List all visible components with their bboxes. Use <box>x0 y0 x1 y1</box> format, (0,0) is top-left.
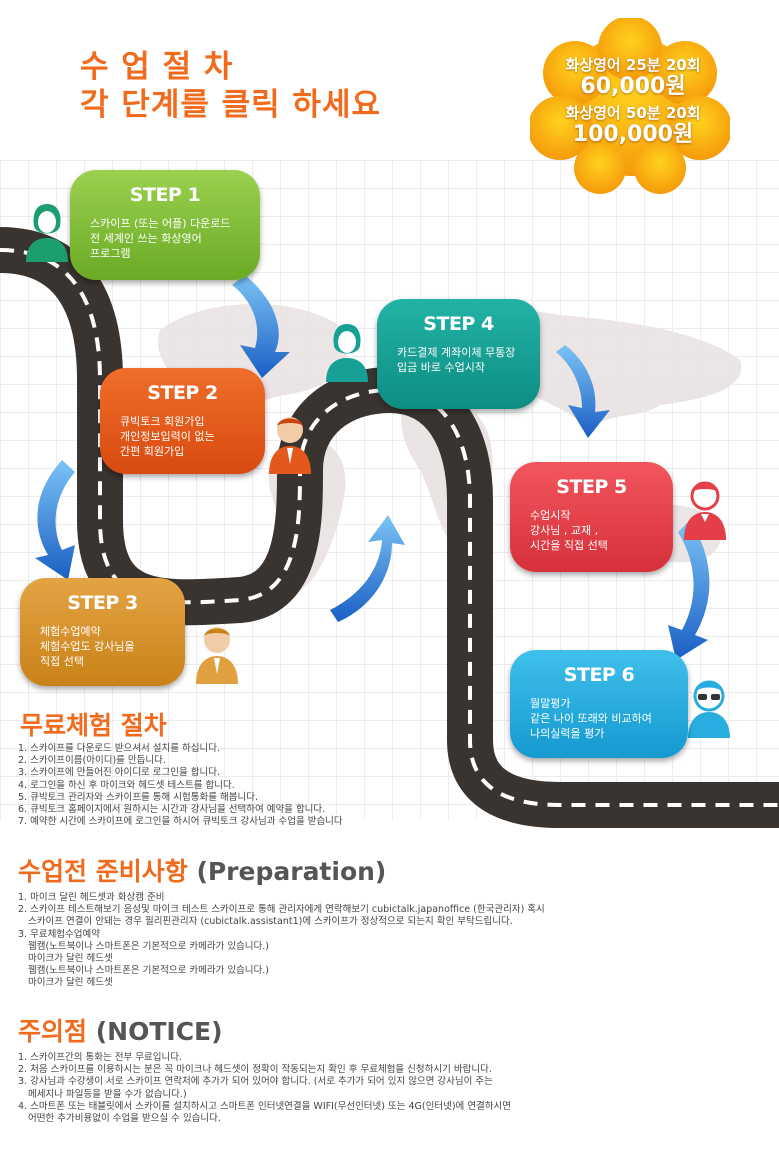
person-male-icon <box>269 417 311 474</box>
preparation-heading-en: (Preparation) <box>196 857 387 886</box>
list-item: 3. 무료체험수업예약 <box>18 928 101 940</box>
step-title: STEP 3 <box>67 592 138 614</box>
step-text: 스카이프 (또는 어플) 다운로드 <box>90 217 231 230</box>
step-text: 나의실력을 평가 <box>530 727 605 740</box>
notice-heading-en: (NOTICE) <box>95 1017 223 1046</box>
step-3-card[interactable]: STEP 3 체험수업예약 체험수업도 강사님을 직접 선택 <box>20 578 185 686</box>
step-text: 카드결제 계좌이체 무통장 <box>397 346 516 359</box>
list-item: 어떤한 추가비용없이 수업을 받으실 수 있습니다. <box>28 1113 221 1125</box>
list-item: 2. 스카이프 테스트해보기 음성및 마이크 테스트 스카이프로 통해 관리자에… <box>18 904 545 916</box>
step-text: 개인정보입력이 없는 <box>120 430 215 443</box>
step-5-card[interactable]: STEP 5 수업시작 강사님 , 교재 , 시간을 직접 선택 <box>510 462 673 572</box>
person-male-icon <box>196 627 238 684</box>
step-text: 월말평가 <box>530 697 571 710</box>
list-item: 4. 스마트폰 또는 태블릿에서 스카이를 설치하시고 스마트폰 인터넷연결을 … <box>18 1100 512 1112</box>
step-2-card[interactable]: STEP 2 큐빅토크 회원가입 개인정보입력이 없는 간편 회원가입 <box>100 368 265 474</box>
list-item: 웹캠(노트북이나 스마트폰은 기본적으로 카메라가 있습니다.) <box>28 940 270 952</box>
step-title: STEP 1 <box>129 184 201 206</box>
notice-heading: 주의점 (NOTICE) <box>18 1012 223 1048</box>
title-line-1: 수 업 절 차 <box>80 49 234 85</box>
list-item: 스카이프 연결이 안돼는 경우 필리핀관리자 (cubictalk.assist… <box>28 916 513 928</box>
step-title: STEP 4 <box>423 313 494 335</box>
list-item: 1. 스카이프간의 통화는 전부 무료입니다. <box>18 1052 183 1063</box>
plan1-price: 60,000원 <box>580 74 686 99</box>
list-item: 마이크가 달린 헤드셋 <box>28 953 113 965</box>
free-trial-list: 1. 스카이프를 다운로드 받으셔서 설치를 하십니다. 2. 스카이프이름(아… <box>18 743 343 828</box>
free-trial-heading: 무료체험 절차 <box>20 711 167 740</box>
person-female-icon <box>26 204 68 262</box>
step-text: 전 세계인 쓰는 화상영어 <box>90 232 202 245</box>
step-title: STEP 2 <box>147 382 218 404</box>
step-text: 강사님 , 교재 , <box>530 524 599 537</box>
notice-heading-ko: 주의점 <box>18 1017 88 1046</box>
step-text: 시간을 직접 선택 <box>530 539 608 552</box>
step-text: 프로그램 <box>90 247 131 260</box>
list-item: 3. 스카이프에 만들어진 아이디로 로그인을 합니다. <box>18 767 220 779</box>
title-line-2: 각 단계를 클릭 하세요 <box>80 87 382 123</box>
person-male-icon <box>684 481 726 540</box>
step-text: 체험수업예약 <box>40 625 101 638</box>
step-4-card[interactable]: STEP 4 카드결제 계좌이체 무통장 입금 바로 수업시작 <box>377 299 540 409</box>
plan2-price: 100,000원 <box>572 122 694 147</box>
list-item: 7. 예약한 시간에 스카이프에 로그인을 하시어 큐빅토크 강사님과 수업을 … <box>18 816 343 828</box>
list-item: 메세지나 파일등을 받을 수가 없습니다.) <box>28 1088 187 1100</box>
preparation-list: 1. 마이크 달린 헤드셋과 화상캠 준비 2. 스카이프 테스트해보기 음성및… <box>18 892 545 990</box>
step-text: 수업시작 <box>530 509 571 522</box>
list-item: 1. 마이크 달린 헤드셋과 화상캠 준비 <box>18 892 165 903</box>
step-title: STEP 5 <box>556 476 627 498</box>
list-item: 2. 스카이프이름(아이디)를 만듭니다. <box>18 755 166 767</box>
flower-badge-icon <box>530 18 730 194</box>
plan2-label: 화상영어 50분 20회 <box>565 104 701 122</box>
plan1-label: 화상영어 25분 20회 <box>565 56 701 74</box>
person-glasses-icon <box>688 680 730 738</box>
step-text: 직접 선택 <box>40 655 84 668</box>
step-text: 간편 회원가입 <box>120 445 185 458</box>
list-item: 6. 큐빅토크 홈페이지에서 원하시는 시간과 강사님을 선택하여 예약을 합니… <box>18 804 326 816</box>
step-title: STEP 6 <box>563 664 635 686</box>
preparation-heading: 수업전 준비사항 (Preparation) <box>18 852 386 888</box>
list-item: 4. 로그인을 하신 후 마이크와 헤드셋 테스트를 합니다. <box>18 779 235 791</box>
arrow-icon <box>35 275 710 660</box>
price-badge: 화상영어 25분 20회 60,000원 화상영어 50분 20회 100,00… <box>530 18 730 194</box>
step-text: 큐빅토크 회원가입 <box>120 415 205 428</box>
list-item: 마이크가 달린 헤드셋 <box>28 977 113 989</box>
step-text: 체험수업도 강사님을 <box>40 640 135 653</box>
step-text: 입금 바로 수업시작 <box>397 361 485 374</box>
notice-list: 1. 스카이프간의 통화는 전부 무료입니다. 2. 처음 스카이프를 이용하시… <box>18 1052 511 1125</box>
preparation-heading-ko: 수업전 준비사항 <box>18 857 188 886</box>
list-item: 2. 처음 스카이프를 이용하시는 분은 꼭 마이크나 헤드셋이 정확이 작동되… <box>18 1064 492 1076</box>
step-text: 같은 나이 또래와 비교하여 <box>530 712 652 725</box>
step-1-card[interactable]: STEP 1 스카이프 (또는 어플) 다운로드 전 세계인 쓰는 화상영어 프… <box>70 170 260 280</box>
person-female-icon <box>326 324 368 382</box>
list-item: 3. 강사님과 수강생이 서로 스카이프 연락처에 추가가 되어 있어야 합니다… <box>18 1076 493 1088</box>
page-title: 수 업 절 차 각 단계를 클릭 하세요 <box>80 48 381 124</box>
list-item: 5. 큐빅토크 관리자와 스카이프를 통해 시험통화를 해봅니다. <box>18 791 258 803</box>
list-item: 1. 스카이프를 다운로드 받으셔서 설치를 하십니다. <box>18 743 220 754</box>
step-6-card[interactable]: STEP 6 월말평가 같은 나이 또래와 비교하여 나의실력을 평가 <box>510 650 688 758</box>
list-item: 웹캠(노트북이나 스마트폰은 기본적으로 카메라가 있습니다.) <box>28 965 270 977</box>
